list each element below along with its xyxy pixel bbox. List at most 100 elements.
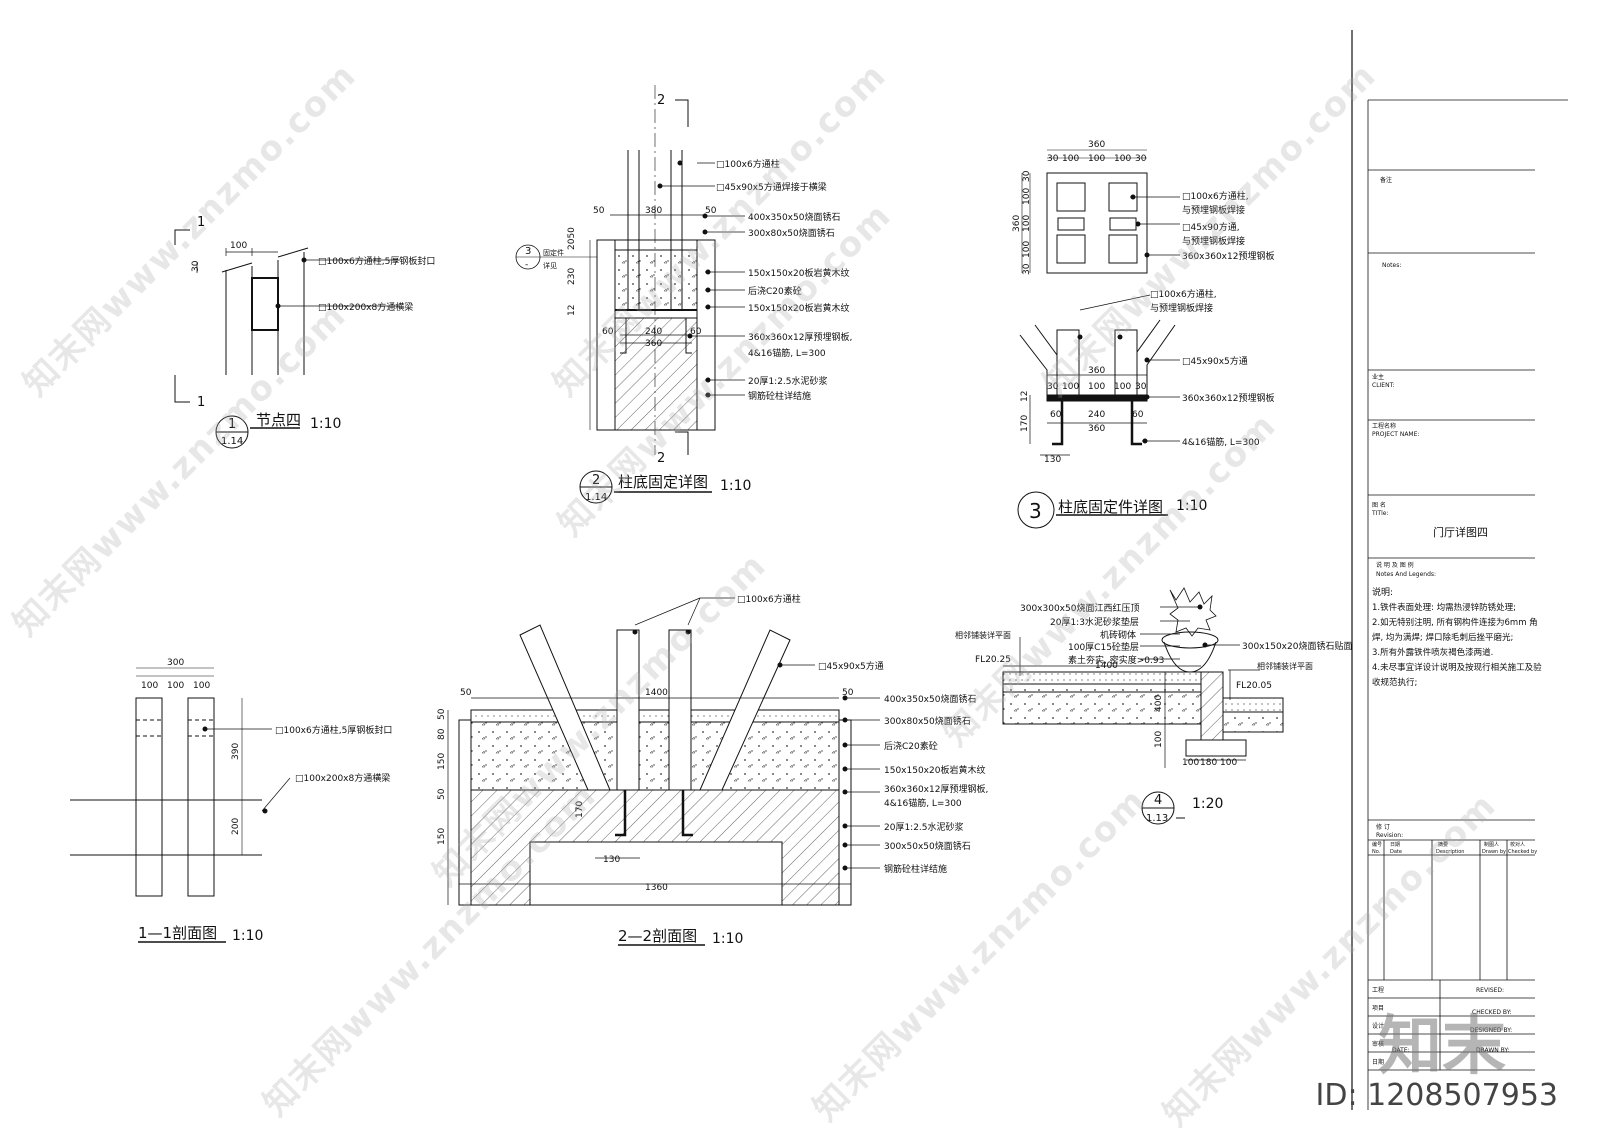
sec22-dim-1360: 1360 [645, 883, 668, 893]
svg-text:150: 150 [437, 753, 447, 770]
det2-callout-6: 后浇C20素砼 [748, 285, 802, 297]
svg-text:30: 30 [1047, 382, 1059, 392]
sec22-callout-6: 150x150x20板岩黄木纹 [884, 764, 985, 776]
sec22-dim-130: 130 [603, 855, 620, 865]
sec22-dim-1400: 1400 [645, 688, 668, 698]
svg-text:摘要: 摘要 [1438, 841, 1448, 848]
det2-scale: 1:10 [720, 478, 751, 494]
detail-4 [1002, 587, 1284, 825]
svg-text:CHECKED BY:: CHECKED BY: [1472, 1009, 1512, 1016]
det4-callout-8: 相邻铺装详平面 [1257, 661, 1313, 671]
svg-text:180: 180 [1200, 758, 1217, 768]
tb-title-label: TITle: [1371, 510, 1388, 517]
svg-text:100: 100 [1062, 154, 1079, 164]
tb-remark-cn: 备注 [1380, 176, 1392, 184]
svg-text:50: 50 [437, 788, 447, 800]
svg-text:30: 30 [1047, 154, 1059, 164]
det2-callout-9: 4&16锚筋, L=300 [748, 347, 826, 359]
svg-text:50: 50 [437, 708, 447, 720]
det3-elev-360: 360 [1088, 366, 1105, 376]
svg-text:100: 100 [1114, 382, 1131, 392]
det4-callout-6: 300x150x20烧面锈石贴面 [1242, 640, 1352, 652]
det3-callout-3: 360x360x12预埋钢板 [1182, 250, 1274, 262]
sec11-dim-390: 390 [231, 743, 241, 760]
svg-text:150: 150 [437, 828, 447, 845]
det4-dim-100: 100 [1154, 731, 1164, 748]
tb-sign-labels: REVISED: CHECKED BY: DESIGNED BY: DATE: … [1392, 987, 1512, 1054]
det2-dim-60l: 60 [602, 327, 614, 337]
det2-callout-10: 20厚1:2.5水泥砂浆 [748, 375, 828, 387]
svg-text:3.所有外露铁件喷灰褐色漆两道.: 3.所有外露铁件喷灰褐色漆两道. [1372, 647, 1493, 658]
det1-cut-top: 1 [197, 215, 205, 230]
det2-title: 柱底固定详图 [618, 473, 708, 491]
det3-elev-360b: 360 [1088, 424, 1105, 434]
det4-scale: 1:20 [1192, 796, 1223, 812]
sec11-scale: 1:10 [232, 928, 263, 944]
section-1-1 [70, 667, 291, 943]
svg-text:80: 80 [437, 728, 447, 740]
svg-text:100: 100 [1088, 154, 1105, 164]
det3-callout-2b: 与预埋钢板焊接 [1182, 235, 1245, 247]
svg-text:100: 100 [193, 681, 210, 691]
svg-text:REVISED:: REVISED: [1476, 987, 1504, 994]
det2-callout-11: 钢筋砼柱详结施 [748, 390, 811, 402]
sec11-callout-1: □100x6方通柱,5厚钢板封口 [275, 724, 392, 736]
svg-text:100: 100 [1022, 188, 1032, 205]
det4-callout-7: 相邻铺装详平面 [955, 630, 1011, 640]
sec22-title: 2—2剖面图 [618, 927, 697, 945]
det2-callout-7: 150x150x20板岩黄木纹 [748, 302, 849, 314]
det2-callout-4: 300x80x50烧面锈石 [748, 227, 835, 239]
det3-elev-130: 130 [1044, 455, 1061, 465]
tb-client-cn: 业主 [1372, 373, 1384, 381]
sec11-title: 1—1剖面图 [138, 924, 217, 942]
det2-dim-230: 230 [567, 268, 577, 285]
detail-2 [515, 85, 745, 504]
det1-cut-bot: 1 [197, 395, 205, 410]
det1-dim-100: 100 [230, 241, 247, 251]
det4-bottom-dims: 100 180 100 [1182, 758, 1237, 768]
det2-num: 2 [592, 473, 600, 488]
det4-callout-3: 机砖砌体 [1100, 629, 1136, 641]
det1-dim-30: 30 [191, 260, 201, 272]
det3-elev-60l: 60 [1050, 410, 1062, 420]
tb-rev-cols: No. Date Description Drawn by Checked by [1372, 849, 1537, 855]
sec22-callout-11: 钢筋砼柱详结施 [884, 863, 947, 875]
det3-scale: 1:10 [1176, 498, 1207, 514]
tb-revision-cn: 修 订 [1376, 823, 1390, 831]
det3-callout-6: 360x360x12预埋钢板 [1182, 392, 1274, 404]
tb-legend-cn: 说 明 及 图 例 [1376, 561, 1414, 569]
sec22-callout-7: 360x360x12厚预埋钢板, [884, 783, 988, 795]
det3-dim-360: 360 [1088, 140, 1105, 150]
image-id: ID: 1208507953 [1315, 1078, 1558, 1113]
det2-dim-60r: 60 [690, 327, 702, 337]
svg-text:100: 100 [1220, 758, 1237, 768]
svg-text:日期: 日期 [1372, 1058, 1384, 1066]
title-block [1351, 30, 1568, 1110]
tb-legend-label: Notes And Legends: [1376, 571, 1436, 578]
sec22-dim-50l: 50 [460, 688, 472, 698]
det1-sheet: 1.14 [221, 436, 243, 447]
det4-num: 4 [1154, 793, 1162, 808]
svg-text:收规范执行;: 收规范执行; [1372, 677, 1417, 688]
det3-num: 3 [1029, 499, 1042, 523]
det3-callout-4b: 与预埋钢板焊接 [1150, 302, 1213, 314]
svg-text:100: 100 [141, 681, 158, 691]
svg-text:Drawn by: Drawn by [1482, 849, 1506, 855]
sec22-dim-50r: 50 [842, 688, 854, 698]
det2-dim-360: 360 [645, 339, 662, 349]
det4-dim-1400: 1400 [1095, 661, 1118, 671]
det2-dim-2050: 2050 [567, 227, 577, 250]
sec11-dim-200: 200 [231, 818, 241, 835]
det3-elev-60r: 60 [1132, 410, 1144, 420]
tb-drawing-title: 门厅详图四 [1433, 525, 1488, 539]
det4-callout-5: 素土夯实, 密实度>0.93 [1068, 654, 1164, 666]
det4-callout-1: 300x300x50烧面江西红压顶 [1020, 602, 1139, 614]
detail-1 [174, 229, 400, 449]
det2-dim-380: 380 [645, 206, 662, 216]
det2-ref-sheet: - [525, 260, 528, 270]
det3-callout-4: □100x6方通柱, [1150, 288, 1217, 300]
det2-callout-5: 150x150x20板岩黄木纹 [748, 267, 849, 279]
detail-3 [1017, 149, 1180, 529]
det2-sheet: 1.14 [585, 492, 607, 503]
